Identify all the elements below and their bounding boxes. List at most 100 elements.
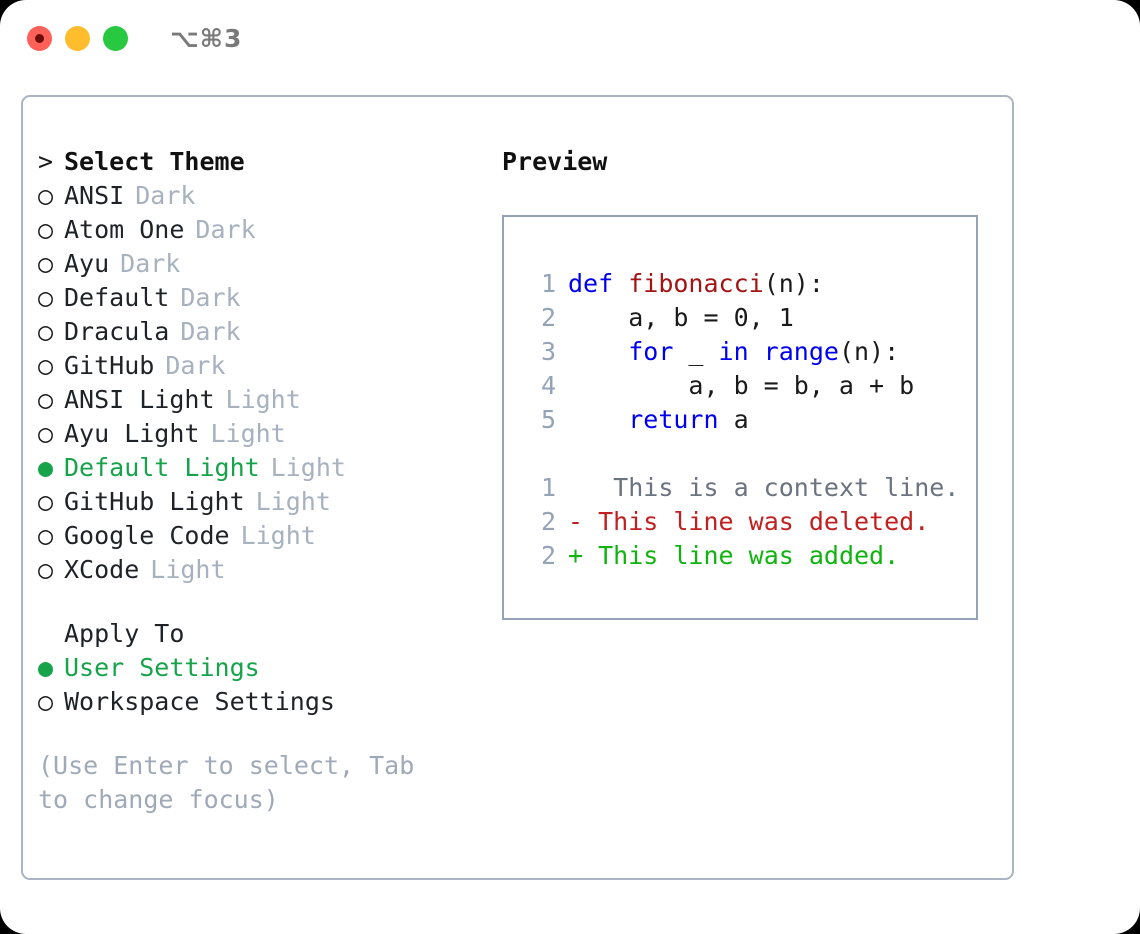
code-line-content: return a [568, 403, 749, 437]
radio-unselected-icon: ○ [38, 351, 54, 380]
theme-option-label: Dracula [64, 317, 170, 346]
diff-sign: - [568, 507, 584, 536]
code-token-plain [568, 337, 628, 366]
theme-option-kind: Light [210, 419, 286, 448]
theme-option-kind: Light [270, 453, 346, 482]
apply-to-heading-marker [38, 617, 64, 651]
theme-option-github-dark[interactable]: ○ GitHub Dark [38, 349, 488, 383]
code-line: 2 a, b = 0, 1 [522, 301, 976, 335]
theme-option-kind: Dark [195, 215, 256, 244]
radio-unselected-icon: ○ [38, 555, 54, 584]
line-number: 5 [540, 405, 556, 434]
diff-line-text: This line was added. [598, 541, 900, 570]
preview-column: Preview 1 def fibonacci(n): 2 a, b = 0, … [502, 145, 1002, 620]
keyboard-shortcut-label: ⌥⌘3 [170, 23, 243, 53]
preview-title: Preview [502, 147, 608, 176]
code-line: 4 a, b = b, a + b [522, 369, 976, 403]
line-number: 3 [540, 337, 556, 366]
select-theme-heading: > Select Theme [38, 145, 488, 179]
theme-option-xcode[interactable]: ○ XCode Light [38, 553, 488, 587]
diff-line-text: This is a context line. [613, 473, 960, 502]
radio-unselected-icon: ○ [38, 249, 54, 278]
theme-option-kind: Light [240, 521, 316, 550]
theme-option-label: ANSI [64, 181, 125, 210]
diff-line-deleted: 2 - This line was deleted. [522, 505, 976, 539]
apply-to-heading: Apply To [38, 617, 488, 651]
radio-unselected-icon: ○ [38, 419, 54, 448]
code-token-keyword: def [568, 269, 629, 298]
prompt-caret-icon: > [38, 147, 54, 176]
traffic-light-group [27, 25, 128, 51]
close-window-button[interactable] [27, 25, 52, 51]
theme-picker-panel: > Select Theme ○ ANSI Dark ○ Atom One Da… [21, 95, 1014, 880]
theme-option-ayu-light[interactable]: ○ Ayu Light Light [38, 417, 488, 451]
radio-unselected-icon: ○ [38, 181, 54, 210]
theme-option-label: XCode [64, 555, 140, 584]
theme-option-kind: Dark [165, 351, 226, 380]
theme-option-kind: Dark [135, 181, 196, 210]
apply-to-option-label: User Settings [64, 653, 260, 682]
code-token-keyword: for [628, 337, 674, 366]
theme-option-kind: Dark [180, 317, 241, 346]
line-number: 2 [540, 303, 556, 332]
radio-unselected-icon: ○ [38, 317, 54, 346]
theme-option-google-code[interactable]: ○ Google Code Light [38, 519, 488, 553]
theme-option-kind: Dark [120, 249, 181, 278]
theme-option-atom-one-dark[interactable]: ○ Atom One Dark [38, 213, 488, 247]
theme-option-kind: Light [150, 555, 226, 584]
code-line-content: a, b = b, a + b [568, 369, 914, 403]
radio-unselected-icon: ○ [38, 385, 54, 414]
code-line: 3 for _ in range(n): [522, 335, 976, 369]
theme-option-ansi-dark[interactable]: ○ ANSI Dark [38, 179, 488, 213]
theme-option-label: Google Code [64, 521, 230, 550]
radio-unselected-icon: ○ [38, 215, 54, 244]
theme-option-label: Ayu Light [64, 419, 200, 448]
radio-unselected-icon: ○ [38, 687, 54, 716]
radio-unselected-icon: ○ [38, 283, 54, 312]
theme-option-label: Default [64, 283, 170, 312]
line-number: 2 [540, 541, 556, 570]
line-number: 4 [540, 371, 556, 400]
diff-line-text: This line was deleted. [598, 507, 930, 536]
apply-to-option-label: Workspace Settings [64, 687, 335, 716]
line-number: 1 [540, 473, 556, 502]
code-token-plain: (n): [838, 337, 900, 366]
theme-option-ansi-light[interactable]: ○ ANSI Light Light [38, 383, 488, 417]
code-token-plain: a, b = b, a + b [568, 371, 915, 400]
code-line: 1 def fibonacci(n): [522, 267, 976, 301]
theme-option-label: GitHub Light [64, 487, 245, 516]
line-number: 1 [540, 269, 556, 298]
theme-option-dracula-dark[interactable]: ○ Dracula Dark [38, 315, 488, 349]
preview-gap [522, 437, 976, 471]
theme-option-default-dark[interactable]: ○ Default Dark [38, 281, 488, 315]
apply-to-option-user-settings[interactable]: ● User Settings [38, 651, 488, 685]
apply-to-option-workspace-settings[interactable]: ○ Workspace Settings [38, 685, 488, 719]
theme-option-default-light[interactable]: ● Default Light Light [38, 451, 488, 485]
code-token-plain: a, b = 0, 1 [568, 303, 794, 332]
code-token-plain: _ [673, 337, 719, 366]
diff-sign: + [568, 541, 584, 570]
code-line-content: for _ in range(n): [568, 335, 899, 369]
code-token-keyword: return [628, 405, 719, 434]
theme-option-kind: Dark [180, 283, 241, 312]
theme-option-github-light[interactable]: ○ GitHub Light Light [38, 485, 488, 519]
theme-option-label: Ayu [64, 249, 110, 278]
window-titlebar: ⌥⌘3 [0, 0, 1140, 76]
maximize-window-button[interactable] [103, 25, 128, 51]
radio-selected-icon: ● [38, 453, 54, 482]
theme-option-ayu-dark[interactable]: ○ Ayu Dark [38, 247, 488, 281]
theme-option-label: Default Light [64, 453, 260, 482]
select-theme-heading-label: Select Theme [64, 147, 245, 176]
line-number: 2 [540, 507, 556, 536]
diff-sign [568, 471, 583, 505]
theme-option-label: Atom One [64, 215, 185, 244]
theme-option-kind: Light [255, 487, 331, 516]
section-spacer [38, 587, 488, 617]
theme-option-kind: Light [225, 385, 301, 414]
radio-selected-icon: ● [38, 653, 54, 682]
code-token-function: fibonacci [628, 269, 764, 298]
code-token-plain: a [718, 405, 749, 434]
code-line: 5 return a [522, 403, 976, 437]
minimize-window-button[interactable] [65, 25, 90, 51]
